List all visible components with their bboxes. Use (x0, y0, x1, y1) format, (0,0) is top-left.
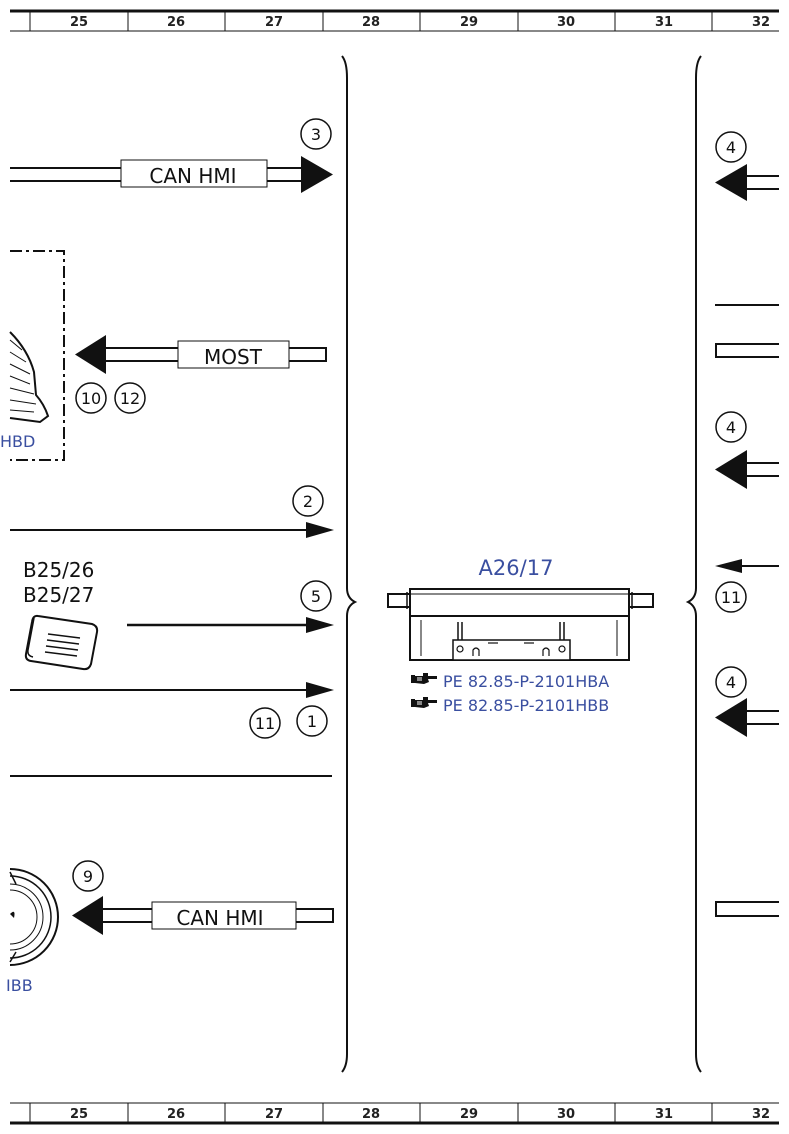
can-hmi-bottom-signal: CAN HMI (72, 896, 334, 935)
bubble-9: 9 (72, 860, 104, 892)
can-hmi-top-signal: CAN HMI (10, 156, 333, 193)
svg-text:2: 2 (303, 492, 313, 511)
ruler-col-31: 31 (655, 15, 673, 30)
svg-text:3: 3 (311, 125, 321, 144)
right-incoming-signal-2 (715, 450, 779, 489)
svg-text:1: 1 (307, 712, 317, 731)
right-brace (685, 55, 702, 1073)
pointing-hand-icon (410, 696, 438, 709)
module-code-a26-17: A26/17 (479, 556, 554, 580)
ruler-bottom-col-32: 32 (752, 1107, 770, 1122)
bubble-4-c: 4 (715, 666, 747, 698)
ruler-bottom-col-29: 29 (460, 1107, 478, 1122)
bubble-11-left: 11 (249, 707, 281, 739)
signal-2-line (10, 522, 334, 538)
bubble-2: 2 (292, 485, 324, 517)
partial-component-drawing-top (9, 331, 50, 424)
reference-text-hba[interactable]: PE 82.85-P-2101HBA (443, 672, 609, 691)
right-open-bus-2 (715, 901, 779, 917)
bottom-ruler: 25 26 27 28 29 30 31 32 (10, 1102, 779, 1125)
most-label: MOST (204, 345, 263, 369)
svg-text:11: 11 (255, 714, 275, 733)
sensor-code-b25-27: B25/27 (23, 583, 94, 607)
bubble-3: 3 (300, 118, 332, 150)
partial-ref-hbd: HBD (0, 432, 35, 451)
ruler-col-30: 30 (557, 15, 575, 30)
sensor-icon (24, 614, 99, 671)
partial-ref-ibb: IBB (6, 976, 33, 995)
can-hmi-top-label: CAN HMI (149, 164, 236, 188)
bubble-11-right: 11 (715, 581, 747, 613)
svg-text:11: 11 (721, 588, 741, 607)
most-signal: MOST (75, 335, 327, 374)
svg-text:9: 9 (83, 867, 93, 886)
ruler-col-26: 26 (167, 15, 185, 30)
bubble-5: 5 (300, 580, 332, 612)
component-box-hbd: HBD (0, 250, 65, 461)
ruler-col-32: 32 (752, 15, 770, 30)
bubble-12: 12 (114, 382, 146, 414)
left-brace (341, 55, 358, 1073)
pointing-hand-icon (410, 672, 438, 685)
bubble-4-a: 4 (715, 131, 747, 163)
round-component-partial (9, 868, 59, 966)
svg-text:4: 4 (726, 138, 736, 157)
reference-link-hbb[interactable]: PE 82.85-P-2101HBB (410, 696, 609, 715)
svg-text:4: 4 (726, 418, 736, 437)
sensor-code-b25-26: B25/26 (23, 558, 94, 582)
reference-link-hba[interactable]: PE 82.85-P-2101HBA (410, 672, 609, 691)
ruler-bottom-col-31: 31 (655, 1107, 673, 1122)
svg-text:4: 4 (726, 673, 736, 692)
ruler-col-28: 28 (362, 15, 380, 30)
signal-5-line (127, 617, 334, 633)
svg-text:5: 5 (311, 587, 321, 606)
ruler-col-27: 27 (265, 15, 283, 30)
ruler-bottom-col-25: 25 (70, 1107, 88, 1122)
svg-text:10: 10 (81, 389, 101, 408)
ruler-bottom-col-30: 30 (557, 1107, 575, 1122)
right-incoming-signal-1 (715, 164, 779, 201)
right-open-bus-1 (715, 343, 779, 358)
bubble-10: 10 (75, 382, 107, 414)
bubble-4-b: 4 (715, 411, 747, 443)
bubble-1: 1 (296, 705, 328, 737)
right-signal-11 (715, 559, 779, 573)
signal-1-line (10, 682, 334, 698)
ruler-bottom-col-27: 27 (265, 1107, 283, 1122)
svg-text:12: 12 (120, 389, 140, 408)
ruler-bottom-col-28: 28 (362, 1107, 380, 1122)
module-a26-17-drawing (387, 588, 654, 661)
right-incoming-signal-3 (715, 698, 779, 737)
can-hmi-bottom-label: CAN HMI (176, 906, 263, 930)
reference-text-hbb[interactable]: PE 82.85-P-2101HBB (443, 696, 609, 715)
top-ruler: 25 26 27 28 29 30 31 32 (10, 9, 779, 32)
ruler-bottom-col-26: 26 (167, 1107, 185, 1122)
ruler-col-25: 25 (70, 15, 88, 30)
ruler-col-29: 29 (460, 15, 478, 30)
